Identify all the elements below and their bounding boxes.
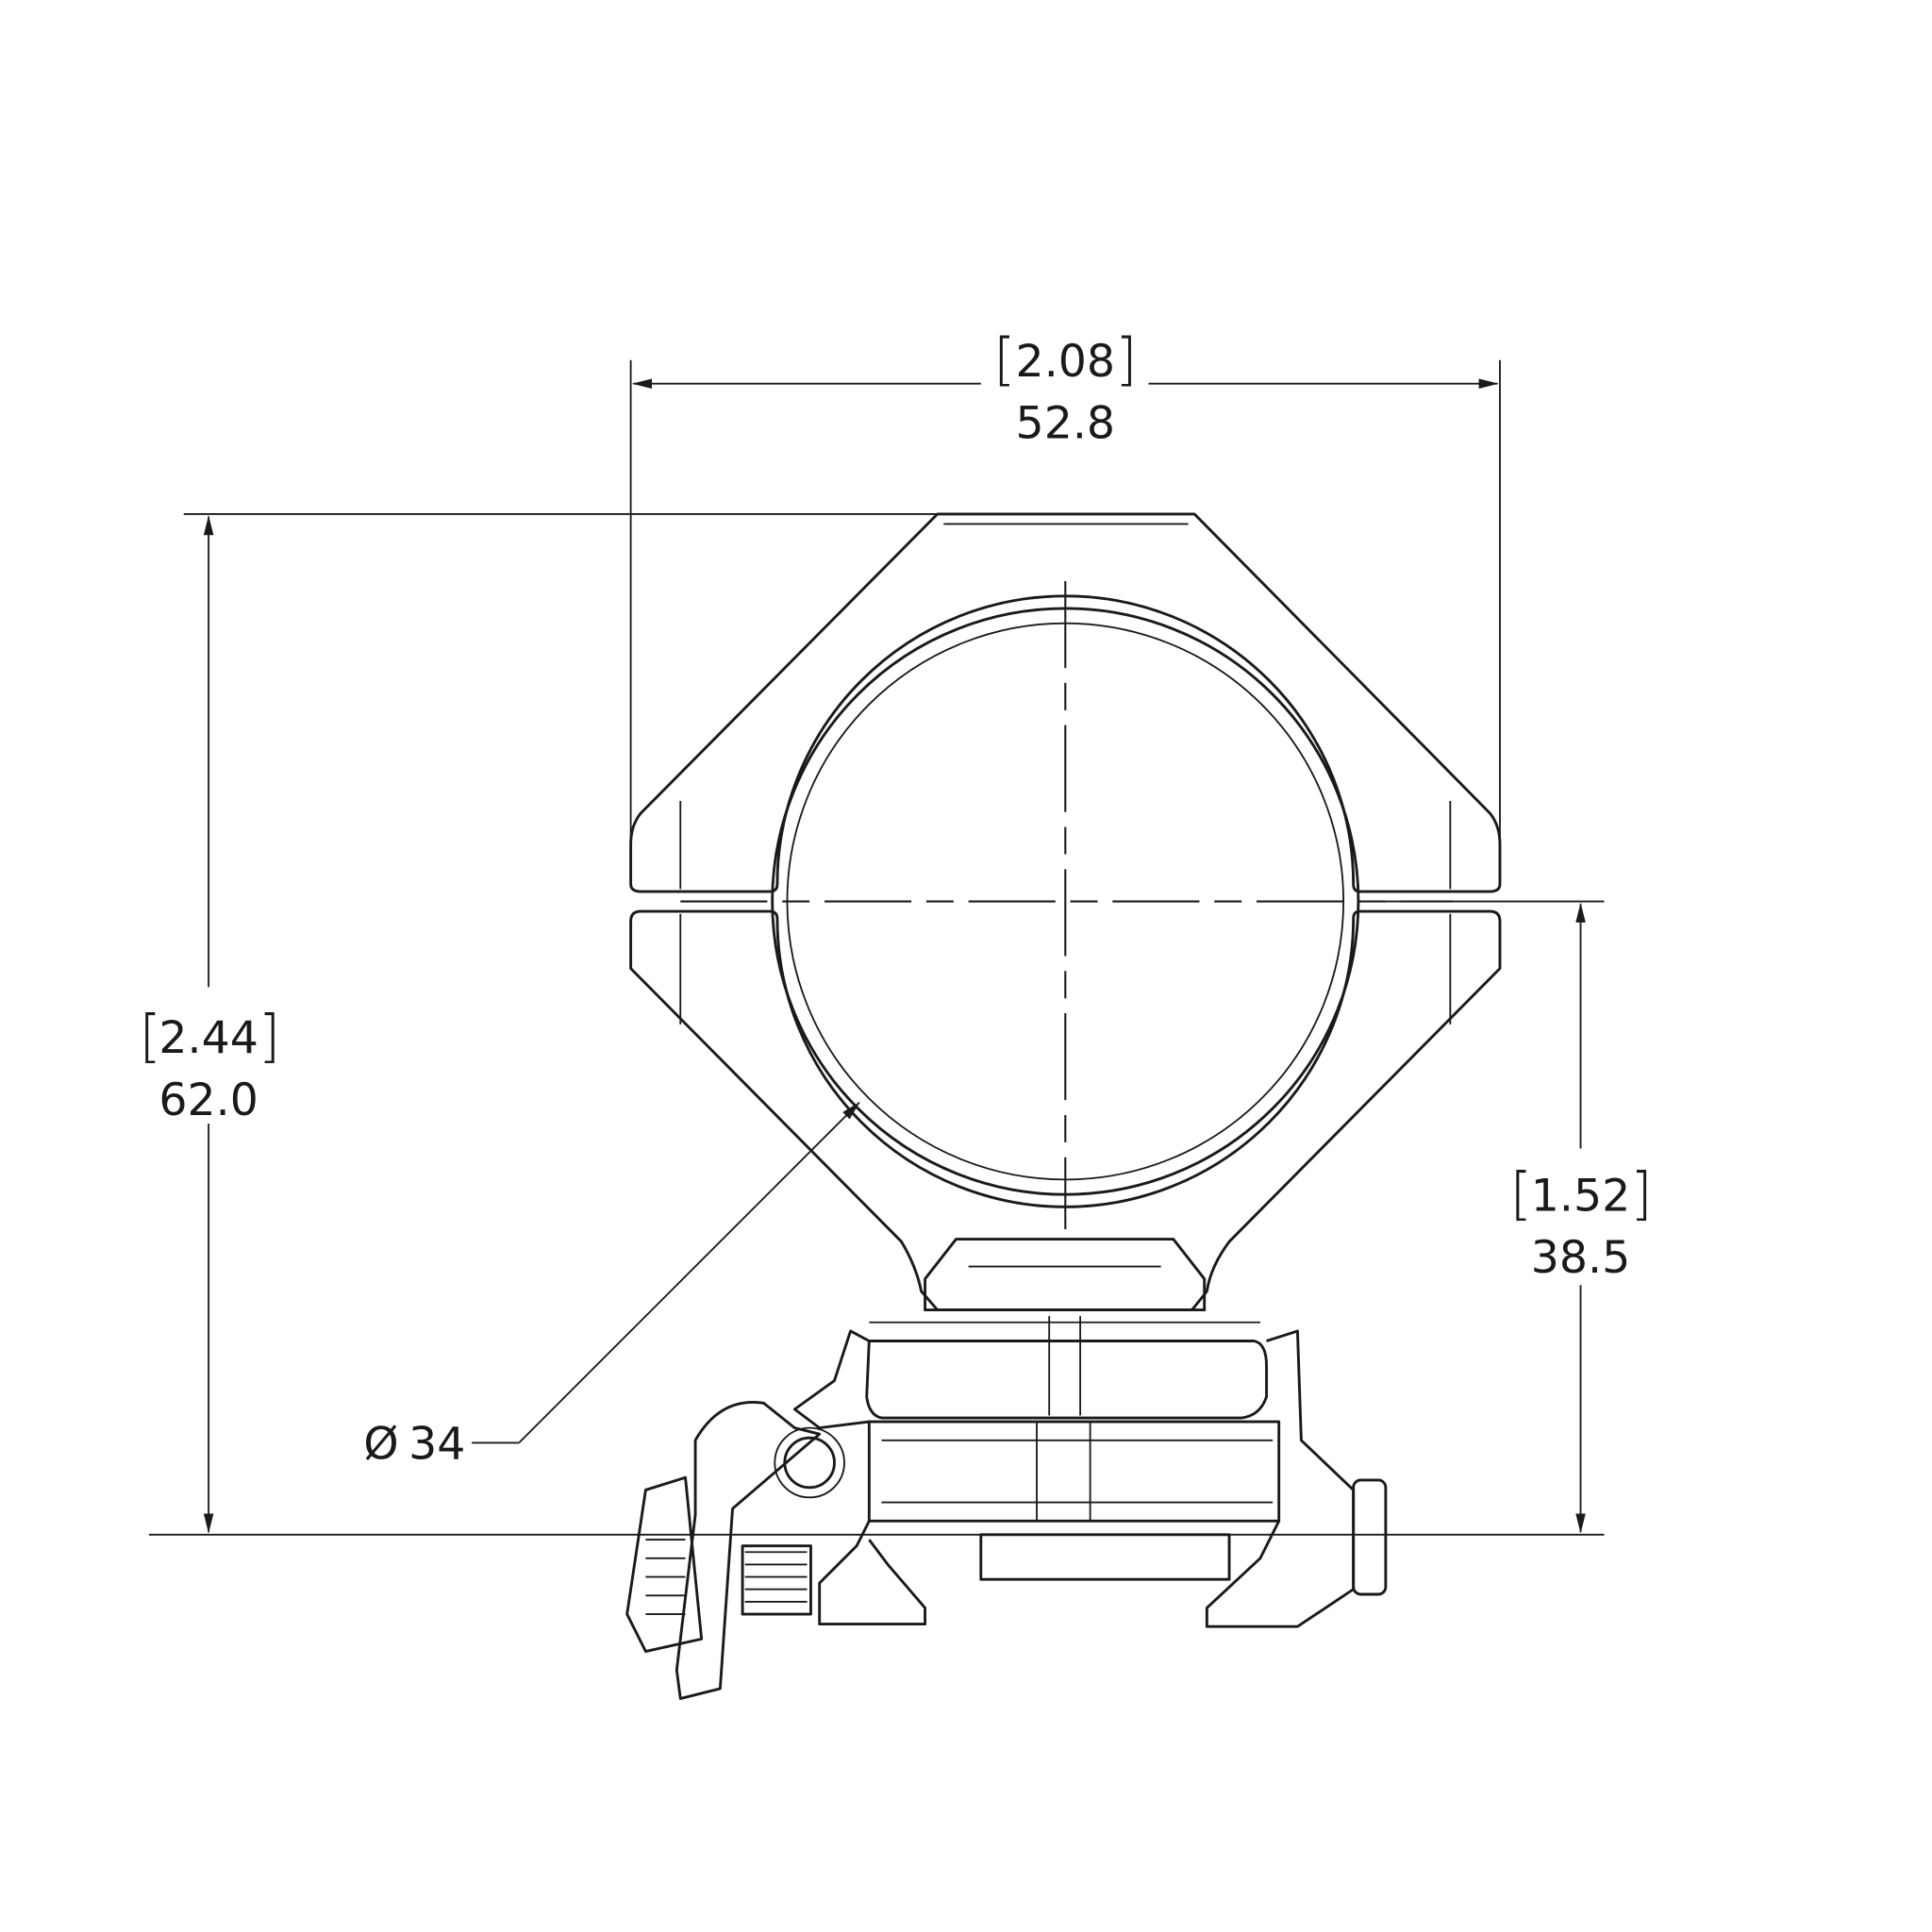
center-height-inch: 1.52 bbox=[1531, 1170, 1630, 1222]
total-height-mm: 62.0 bbox=[158, 1074, 258, 1126]
diameter-callout: Ø 34 bbox=[363, 1101, 860, 1471]
diameter-value: 34 bbox=[408, 1419, 465, 1471]
width-mm: 52.8 bbox=[1016, 398, 1115, 450]
center-height-dimension: [ 1.52 ] 38.5 bbox=[1365, 900, 1653, 1534]
thread-screw bbox=[645, 1539, 812, 1616]
svg-text:]: ] bbox=[1630, 1161, 1653, 1227]
width-dimension: [ 2.08 ] 52.8 bbox=[629, 326, 1501, 870]
quick-release-base bbox=[625, 1238, 1388, 1701]
svg-text:]: ] bbox=[258, 1004, 281, 1070]
width-inch: 2.08 bbox=[1016, 336, 1115, 388]
total-height-dimension: [ 2.44 ] 62.0 bbox=[139, 512, 1605, 1536]
diameter-symbol: Ø bbox=[363, 1419, 398, 1471]
svg-text:[: [ bbox=[993, 326, 1016, 392]
total-height-inch: 2.44 bbox=[158, 1012, 258, 1064]
centerlines bbox=[680, 580, 1453, 1230]
svg-text:[: [ bbox=[1509, 1161, 1532, 1227]
svg-text:[: [ bbox=[139, 1004, 161, 1070]
center-height-mm: 38.5 bbox=[1531, 1232, 1630, 1284]
svg-text:]: ] bbox=[1115, 326, 1138, 392]
